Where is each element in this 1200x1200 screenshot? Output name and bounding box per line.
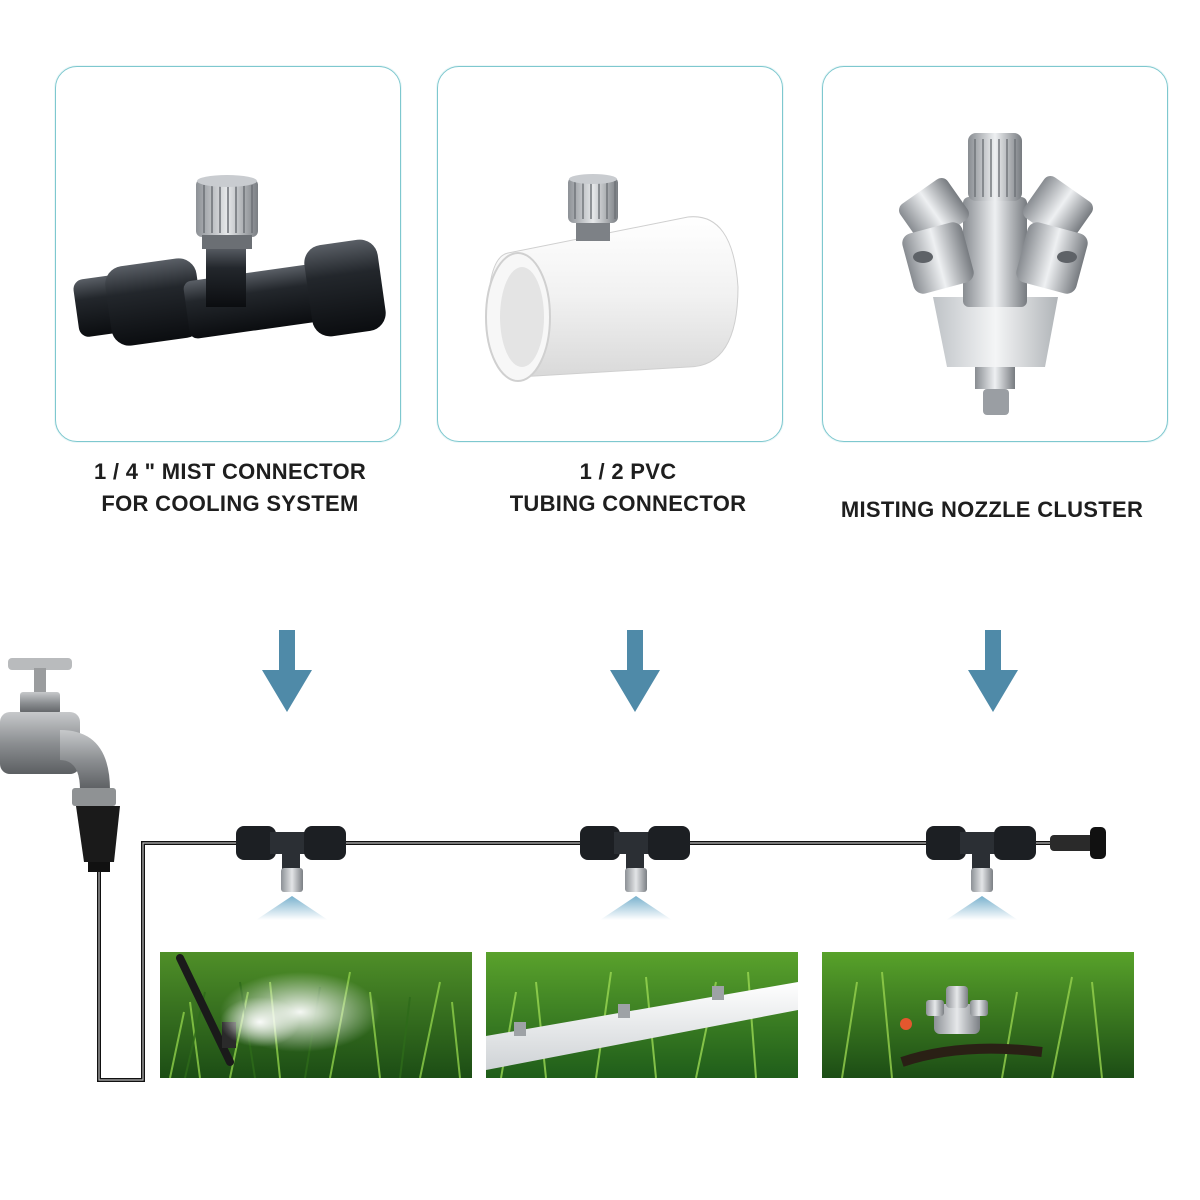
- pvc-connector-image: [485, 174, 739, 382]
- nozzle-cluster-in-grass-photo: [822, 952, 1134, 1078]
- pvc-pipe-nozzles-photo: [486, 952, 798, 1078]
- grass-mist-spray-photo: [160, 952, 472, 1078]
- tee-connector-icon: [236, 826, 346, 892]
- down-arrow-icon: [610, 630, 660, 712]
- tee-connector-icon: [580, 826, 690, 892]
- caption-line: 1 / 2 PVC: [579, 459, 677, 484]
- product-card-mist-connector: [55, 66, 401, 442]
- spray-cone-icon: [600, 896, 672, 920]
- caption-mist-connector: 1 / 4 " MIST CONNECTOR FOR COOLING SYSTE…: [30, 456, 430, 520]
- down-arrow-icon: [262, 630, 312, 712]
- tee-connector-icon: [926, 826, 1036, 892]
- caption-line: MISTING NOZZLE CLUSTER: [840, 497, 1144, 522]
- down-arrow-icon: [968, 630, 1018, 712]
- spray-cone-icon: [946, 896, 1018, 920]
- product-card-nozzle-cluster: [822, 66, 1168, 442]
- nozzle-cluster-image: [899, 133, 1093, 415]
- caption-pvc-connector: 1 / 2 PVC TUBING CONNECTOR: [428, 456, 828, 520]
- spray-cone-icon: [256, 896, 328, 920]
- caption-line: 1 / 4 " MIST CONNECTOR: [93, 459, 367, 484]
- water-faucet-icon: [0, 658, 116, 806]
- caption-line: TUBING CONNECTOR: [509, 491, 747, 516]
- end-plug-icon: [1050, 827, 1106, 859]
- product-card-pvc-connector: [437, 66, 783, 442]
- caption-nozzle-cluster: MISTING NOZZLE CLUSTER: [792, 494, 1192, 526]
- mist-connector-image: [73, 175, 386, 346]
- caption-line: FOR COOLING SYSTEM: [101, 491, 359, 516]
